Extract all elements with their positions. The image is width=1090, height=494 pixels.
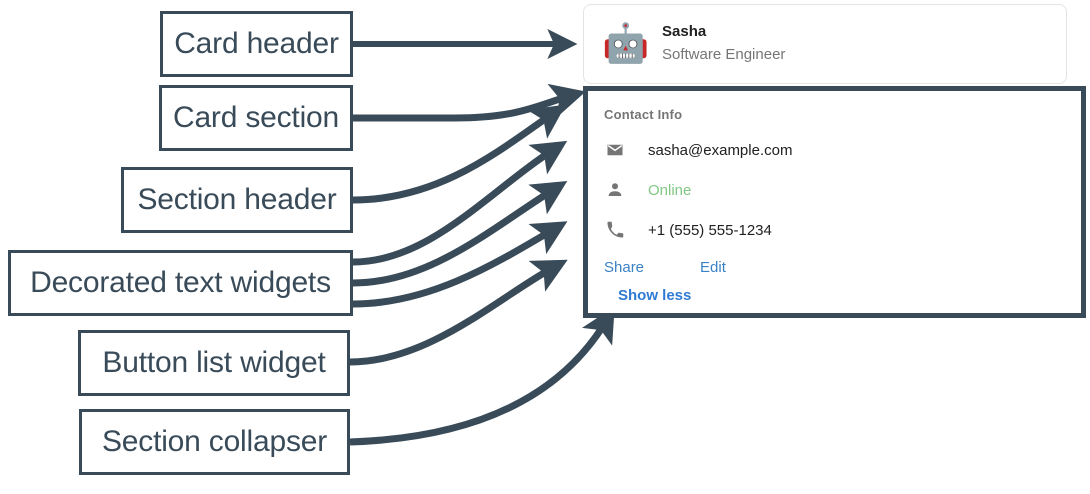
card-header-text: Sasha Software Engineer [662, 22, 785, 66]
callout-section-collapser: Section collapser [79, 409, 350, 475]
section-collapser-button[interactable]: Show less [618, 287, 692, 304]
card-header: 🤖 Sasha Software Engineer [583, 4, 1067, 84]
callout-button-list-widget-label: Button list widget [102, 346, 326, 379]
share-button[interactable]: Share [604, 259, 645, 276]
arrow-decorated-text-3 [352, 221, 568, 308]
decorated-text-row-email: sasha@example.com [604, 139, 792, 161]
callout-card-section: Card section [159, 85, 353, 151]
phone-icon [604, 219, 626, 241]
callout-section-header-label: Section header [137, 183, 337, 216]
card-section: Contact Info sasha@example.com Online [583, 86, 1086, 318]
decorated-text-label-phone: +1 (555) 555-1234 [648, 221, 772, 239]
callout-card-header: Card header [160, 11, 353, 77]
card-header-subtitle: Software Engineer [662, 46, 786, 64]
callout-card-header-label: Card header [174, 27, 339, 60]
arrow-section-header [352, 104, 566, 204]
arrow-section-collapser [349, 306, 615, 446]
person-icon [604, 179, 626, 201]
arrow-card-section [353, 83, 586, 122]
callout-section-header: Section header [121, 167, 353, 233]
decorated-text-label-email: sasha@example.com [648, 141, 793, 159]
decorated-text-label-status: Online [648, 181, 692, 199]
callout-decorated-text-widgets-label: Decorated text widgets [30, 266, 331, 299]
arrow-decorated-text-1 [352, 140, 568, 266]
decorated-text-row-phone: +1 (555) 555-1234 [604, 219, 772, 241]
button-list-widget: Share Edit [604, 259, 726, 276]
edit-button[interactable]: Edit [700, 259, 726, 276]
card-header-title: Sasha [662, 23, 707, 40]
arrow-button-list [349, 259, 568, 366]
section-header: Contact Info [604, 107, 683, 122]
arrow-decorated-text-2 [352, 180, 568, 287]
callout-button-list-widget: Button list widget [78, 330, 350, 396]
callout-section-collapser-label: Section collapser [101, 425, 328, 458]
robot-avatar-icon: 🤖 [602, 23, 650, 65]
callout-card-section-label: Card section [172, 101, 339, 134]
email-icon [604, 139, 626, 161]
callout-decorated-text-widgets: Decorated text widgets [8, 250, 353, 316]
decorated-text-row-status: Online [604, 179, 691, 201]
